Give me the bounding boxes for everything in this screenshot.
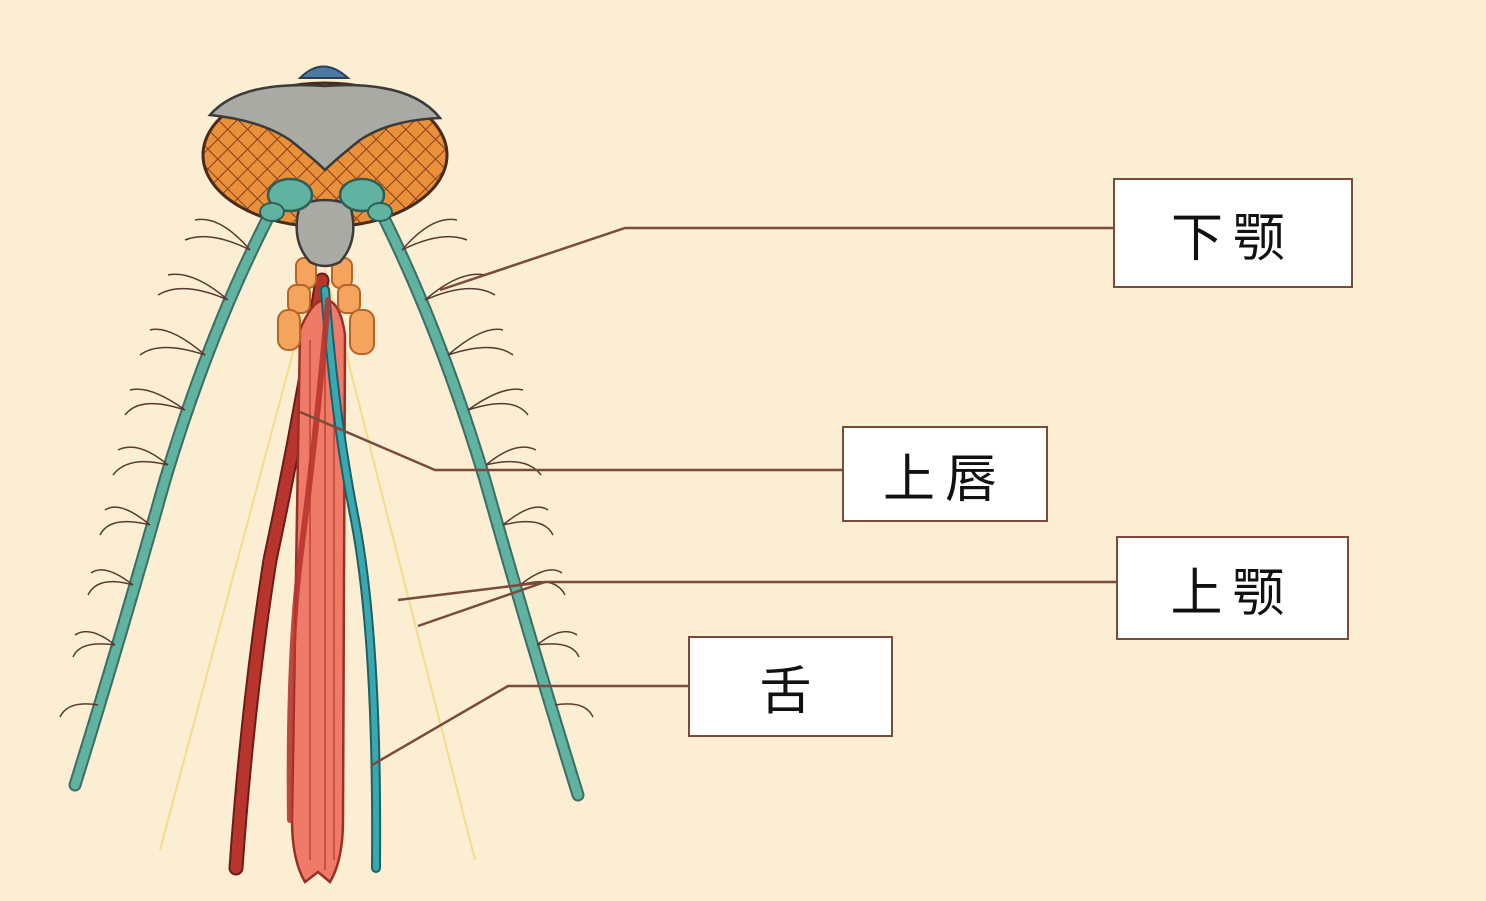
label-maxilla: 下颚 xyxy=(1113,178,1353,288)
left-antenna xyxy=(59,203,279,792)
label-labrum: 上唇 xyxy=(842,426,1048,522)
label-tongue: 舌 xyxy=(688,636,893,737)
outer-filaments xyxy=(159,269,476,861)
proboscis xyxy=(290,298,347,884)
label-mandible: 上颚 xyxy=(1116,536,1349,640)
left-palp xyxy=(277,257,317,351)
leader-tongue xyxy=(371,684,688,767)
leader-mandible-branch xyxy=(417,580,546,628)
leader-labrum xyxy=(299,410,842,472)
leader-maxilla xyxy=(439,226,1113,292)
leader-mandible xyxy=(397,580,1116,602)
right-antenna xyxy=(373,203,594,802)
mosquito-head xyxy=(201,65,449,268)
leader-lines xyxy=(299,226,1116,767)
